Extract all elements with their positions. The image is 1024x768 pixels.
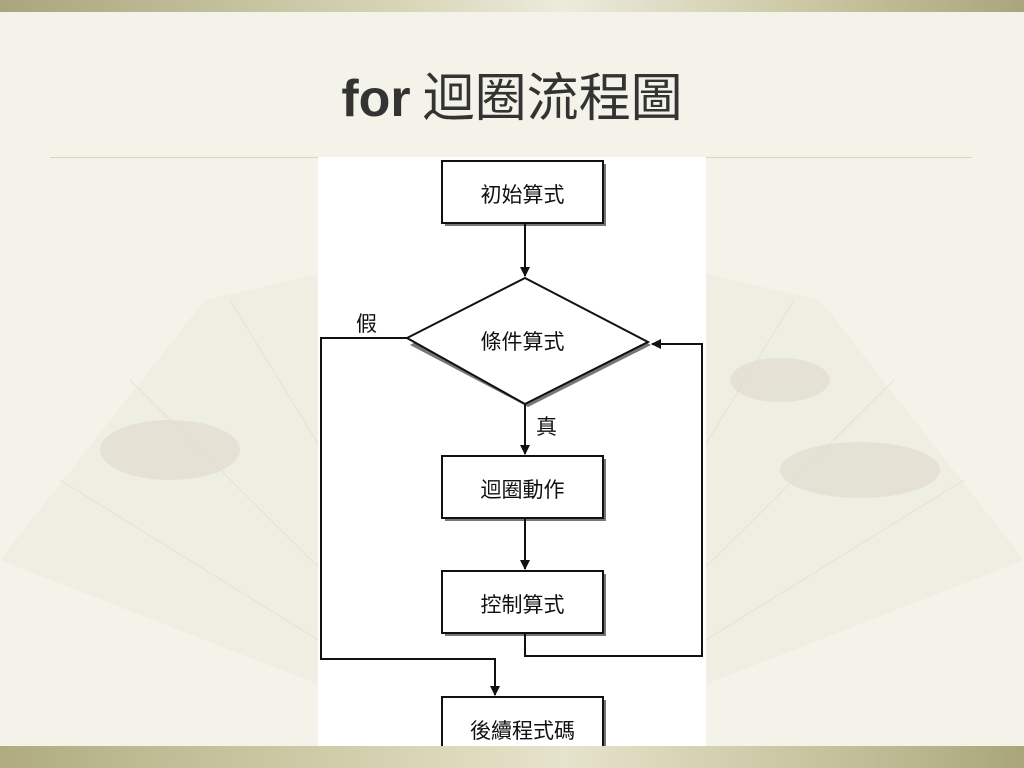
flowchart-diagram [320, 160, 703, 762]
node-after-label: 後續程式碼 [470, 719, 575, 743]
slide-title-keyword: for [341, 70, 411, 128]
node-condition-label: 條件算式 [480, 330, 565, 354]
node-init-label: 初始算式 [480, 183, 565, 207]
edge-control-back-to-condition [524, 339, 703, 657]
for-loop-flowchart: 初始算式 條件算式 迴圈動作 控制算式 後續程式碼 假 真 [318, 157, 706, 768]
bottom-decor-band [0, 746, 1024, 768]
node-init-box [441, 160, 604, 224]
edge-false-label: 假 [356, 312, 377, 336]
edge-condition-false-to-after [320, 337, 500, 696]
top-decor-band [0, 0, 1024, 12]
node-control-box [441, 570, 604, 634]
edge-true-label: 真 [536, 415, 557, 439]
node-control-label: 控制算式 [480, 593, 565, 617]
slide-title-text: 迴圈流程圖 [422, 69, 683, 129]
node-loop-action-box [441, 455, 604, 519]
node-loop-action-label: 迴圈動作 [480, 478, 565, 502]
